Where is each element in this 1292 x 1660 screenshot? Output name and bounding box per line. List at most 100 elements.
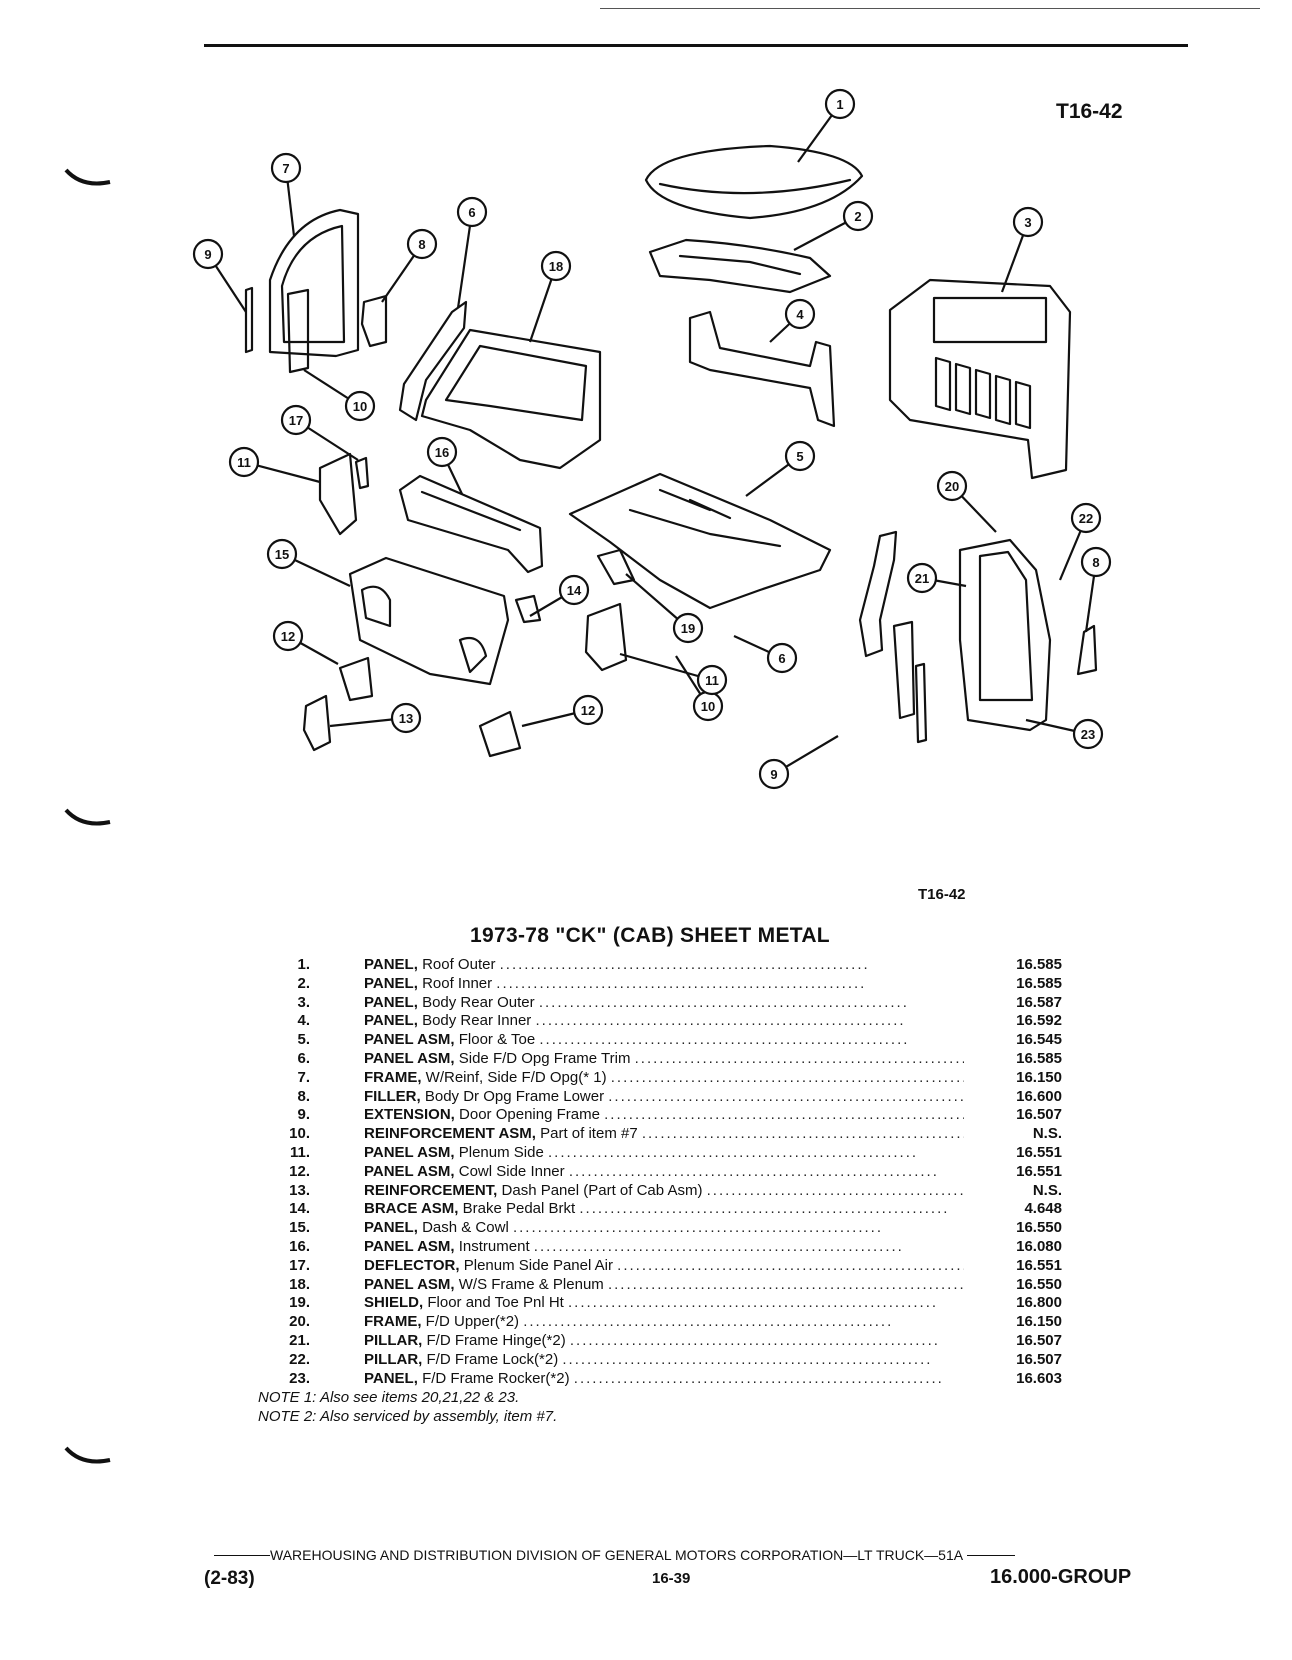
callout-circle bbox=[758, 758, 790, 790]
part-number: 8. bbox=[297, 1087, 310, 1105]
part-number: 14. bbox=[289, 1200, 310, 1218]
parts-list: 1.PANEL, Roof Outer ....................… bbox=[260, 956, 1062, 1388]
part-name: PANEL, bbox=[364, 1369, 418, 1387]
leader-dots: ........................................… bbox=[607, 1275, 964, 1293]
part-detail: Floor and Toe Pnl Ht bbox=[427, 1294, 564, 1312]
part-frame-trim-left-drawing bbox=[398, 300, 468, 422]
footer-division-line: WAREHOUSING AND DISTRIBUTION DIVISION OF… bbox=[214, 1546, 1150, 1563]
leader-dots: ........................................… bbox=[562, 1350, 933, 1368]
part-group-number: 4.648 bbox=[1024, 1200, 1062, 1218]
part-body-rear-outer-drawing bbox=[888, 278, 1072, 480]
part-number: 13. bbox=[289, 1181, 310, 1199]
callout-number: 6 bbox=[778, 651, 785, 666]
callout-circle bbox=[1080, 546, 1112, 578]
leader-dots: ........................................… bbox=[568, 1294, 939, 1312]
part-group-number: 16.592 bbox=[1016, 1012, 1062, 1030]
part-cowl-side-left-drawing bbox=[338, 656, 374, 702]
part-detail: Dash Panel (Part of Cab Asm) bbox=[501, 1181, 703, 1199]
part-name: PANEL, bbox=[364, 993, 418, 1011]
callout-number: 18 bbox=[549, 259, 563, 274]
callout-11: 11 bbox=[619, 652, 728, 696]
part-name: PANEL ASM, bbox=[364, 1162, 455, 1180]
callout-circle bbox=[228, 446, 260, 478]
part-number: 16. bbox=[289, 1237, 310, 1255]
part-group-number: 16.600 bbox=[1016, 1087, 1062, 1105]
leader-dots: ........................................… bbox=[547, 1143, 919, 1161]
part-number: 20. bbox=[289, 1313, 310, 1331]
part-group-number: 16.507 bbox=[1016, 1350, 1062, 1368]
leader-dots: ........................................… bbox=[706, 1181, 964, 1199]
part-row: 21.PILLAR, F/D Frame Hinge(*2) .........… bbox=[260, 1331, 1062, 1351]
part-row: 1.PANEL, Roof Outer ....................… bbox=[260, 956, 1062, 975]
part-detail: W/Reinf, Side F/D Opg(* 1) bbox=[425, 1068, 607, 1086]
part-ws-frame-plenum-drawing bbox=[420, 328, 602, 470]
part-description: SHIELD, Floor and Toe Pnl Ht ...........… bbox=[364, 1294, 964, 1313]
part-plenum-side-left-drawing bbox=[318, 452, 358, 536]
part-name: REINFORCEMENT ASM, bbox=[364, 1125, 536, 1143]
leader-dots: ........................................… bbox=[568, 1162, 939, 1180]
part-group-number: 16.507 bbox=[1016, 1106, 1062, 1124]
footer-rule-right bbox=[966, 1554, 1015, 1556]
callout-18: 18 bbox=[528, 250, 572, 343]
callout-9: 9 bbox=[192, 238, 247, 313]
callout-circle bbox=[558, 574, 590, 606]
top-rule bbox=[204, 44, 1188, 47]
part-row: 13. REINFORCEMENT, Dash Panel (Part of Ca… bbox=[260, 1181, 1062, 1201]
callout-circle bbox=[1072, 718, 1104, 750]
part-name: PANEL, bbox=[364, 956, 418, 973]
part-row: 6.PANEL ASM, Side F/D Opg Frame Trim ...… bbox=[260, 1049, 1062, 1069]
part-detail: F/D Upper(*2) bbox=[425, 1313, 520, 1331]
callout-19: 19 bbox=[625, 573, 704, 644]
callout-number: 11 bbox=[705, 673, 719, 688]
part-door-frame-right-drawing bbox=[958, 538, 1052, 732]
part-number: 22. bbox=[289, 1350, 310, 1368]
part-detail: Body Rear Inner bbox=[422, 1012, 532, 1030]
part-number: 17. bbox=[289, 1256, 310, 1274]
part-deflector-drawing bbox=[354, 456, 370, 490]
part-name: FILLER, bbox=[364, 1087, 421, 1105]
part-row: 5. PANEL ASM, Floor & Toe ...............… bbox=[260, 1031, 1062, 1050]
part-roof-outer-drawing bbox=[644, 144, 864, 220]
note-line: NOTE 2: Also serviced by assembly, item … bbox=[258, 1407, 558, 1425]
part-filler-right-drawing bbox=[1076, 624, 1098, 676]
part-row: 22.PILLAR, F/D Frame Lock(*2) ..........… bbox=[260, 1350, 1062, 1370]
part-roof-inner-drawing bbox=[648, 238, 832, 294]
callout-4: 4 bbox=[769, 298, 816, 343]
part-row: 15.PANEL, Dash & Cowl ..................… bbox=[260, 1219, 1062, 1238]
callout-6: 6 bbox=[456, 196, 488, 309]
part-description: PANEL ASM, Cowl Side Inner .............… bbox=[364, 1163, 964, 1182]
parts-list-title: 1973-78 "CK" (CAB) SHEET METAL bbox=[470, 924, 830, 947]
part-number: 7. bbox=[297, 1068, 310, 1086]
callout-11: 11 bbox=[228, 446, 321, 484]
callout-number: 20 bbox=[945, 479, 959, 494]
part-group-number: 16.585 bbox=[1016, 974, 1062, 992]
part-number: 5. bbox=[297, 1031, 310, 1049]
part-number: 21. bbox=[289, 1331, 310, 1349]
part-description: PANEL ASM, Instrument ..................… bbox=[364, 1238, 964, 1257]
callout-9: 9 bbox=[758, 735, 839, 790]
part-name: PANEL ASM, bbox=[364, 1143, 455, 1161]
part-number: 18. bbox=[289, 1275, 310, 1293]
part-body-rear-inner-drawing bbox=[688, 310, 836, 428]
callout-number: 12 bbox=[281, 629, 295, 644]
part-group-number: 16.603 bbox=[1016, 1369, 1062, 1387]
part-row: 10.REINFORCEMENT ASM, Part of item #7 ..… bbox=[260, 1125, 1062, 1144]
part-side-opg-frame-drawing bbox=[268, 208, 360, 358]
callout-3: 3 bbox=[1000, 206, 1044, 293]
callout-1: 1 bbox=[797, 88, 856, 163]
part-description: PANEL ASM, W/S Frame & Plenum ..........… bbox=[364, 1276, 964, 1295]
part-description: PANEL ASM, Floor & Toe .................… bbox=[364, 1031, 964, 1050]
part-reinforcement-right-drawing bbox=[892, 620, 916, 720]
callout-12: 12 bbox=[521, 694, 604, 728]
part-number: 23. bbox=[289, 1369, 310, 1387]
callout-circle bbox=[406, 228, 438, 260]
callout-12: 12 bbox=[272, 620, 339, 665]
part-name: PANEL ASM, bbox=[364, 1031, 455, 1049]
part-group-number: 16.550 bbox=[1016, 1219, 1062, 1237]
part-description: PANEL, Roof Inner ......................… bbox=[364, 975, 964, 994]
callout-circle bbox=[784, 298, 816, 330]
part-detail: Side F/D Opg Frame Trim bbox=[458, 1049, 631, 1067]
part-name: REINFORCEMENT, bbox=[364, 1181, 498, 1199]
part-number: 12. bbox=[289, 1162, 310, 1180]
part-group-number: 16.585 bbox=[1016, 956, 1062, 973]
